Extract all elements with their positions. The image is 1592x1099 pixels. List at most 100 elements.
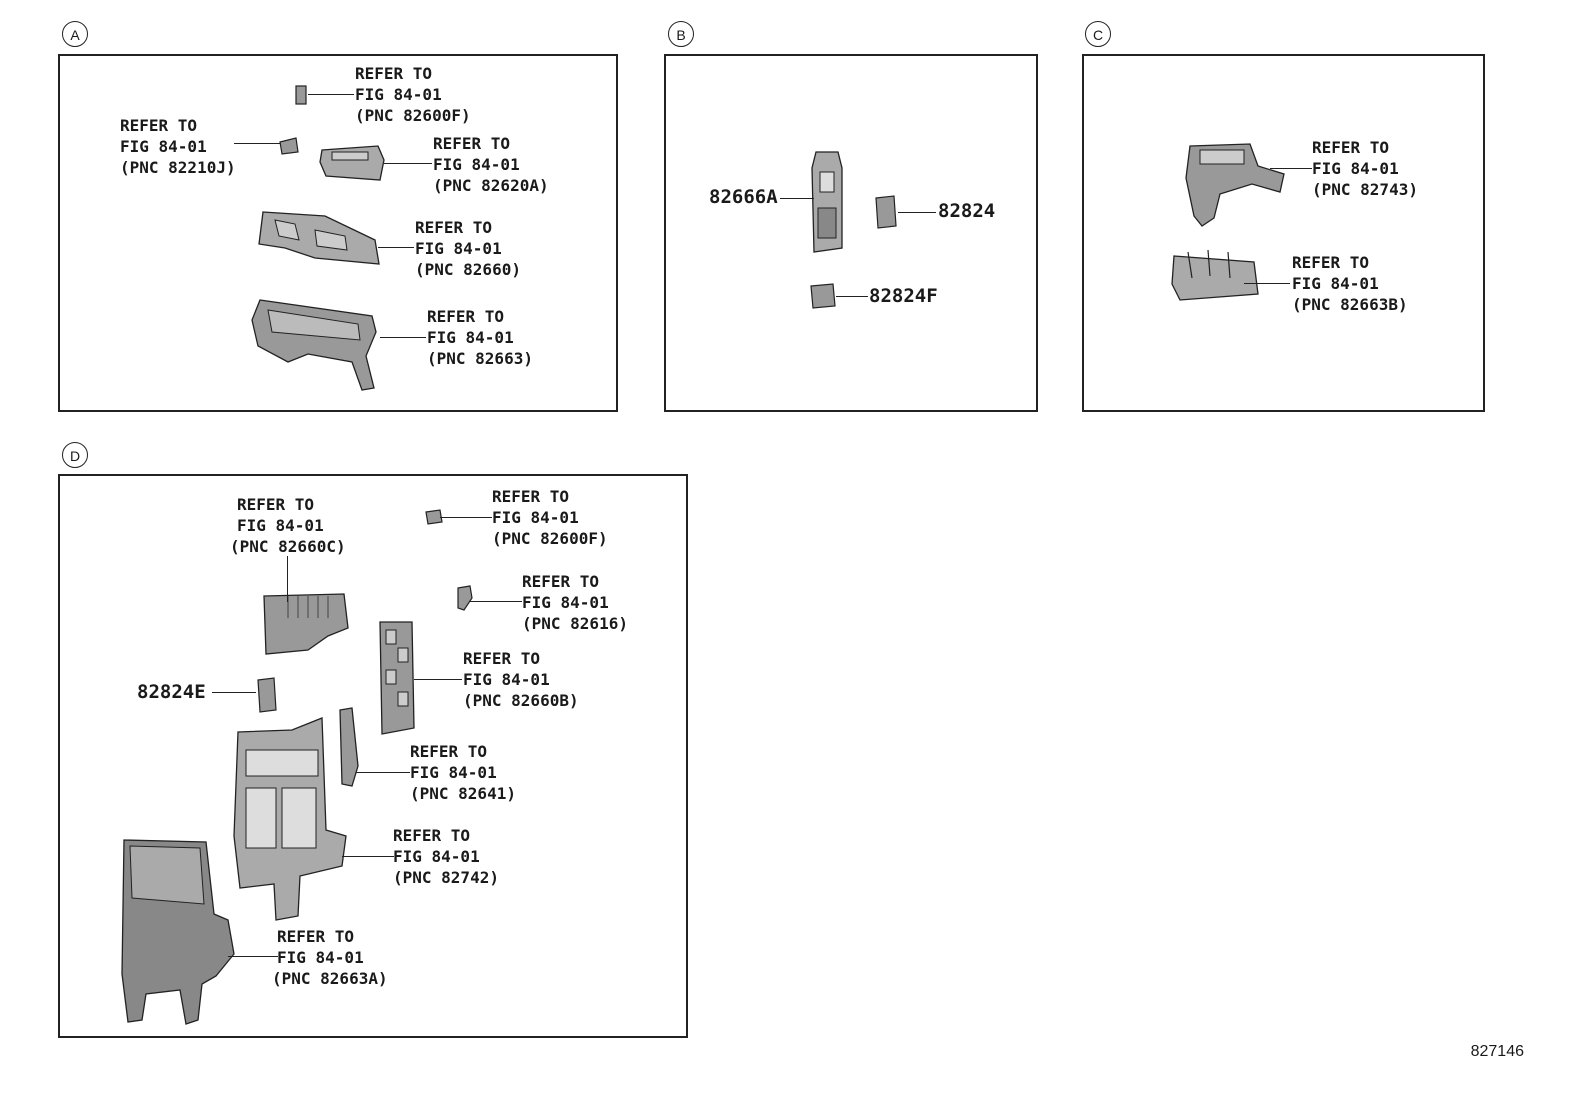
callout-line3: (PNC 82620A) [433,176,549,195]
part-82620a-drawing [319,145,385,181]
section-marker-c: C [1085,21,1111,47]
callout-line2: FIG 84-01 [120,137,207,156]
leader-a-82660 [378,247,414,248]
callout-line3: (PNC 82616) [522,614,628,633]
callout-line1: REFER TO [522,572,600,591]
part-82210j-drawing [279,137,299,155]
part-82600f-a-drawing [295,85,307,105]
leader-d-82660c [287,556,288,602]
part-code-82666a: 82666A [709,186,778,208]
part-82660c-drawing [263,593,349,655]
callout-c-82663b: REFER TO FIG 84-01 (PNC 82663B) [1292,252,1408,315]
leader-d-82641 [356,772,410,773]
callout-line3: (PNC 82742) [393,868,499,887]
leader-a-82663 [380,337,426,338]
callout-line3: (PNC 82641) [410,784,516,803]
callout-d-82663a: REFER TO FIG 84-01 (PNC 82663A) [272,926,388,989]
callout-line2: FIG 84-01 [1312,159,1399,178]
callout-line3: (PNC 82663B) [1292,295,1408,314]
callout-line2: FIG 84-01 [492,508,579,527]
leader-b-82824 [898,212,936,213]
callout-line2: FIG 84-01 [427,328,514,347]
part-code-82824: 82824 [938,200,996,222]
callout-a-82663: REFER TO FIG 84-01 (PNC 82663) [427,306,533,369]
callout-line1: REFER TO [277,927,355,946]
leader-d-82663a [228,956,278,957]
leader-d-82616 [470,601,522,602]
callout-line3: (PNC 82600F) [492,529,608,548]
part-82663a-drawing [121,839,235,1025]
callout-line2: FIG 84-01 [355,85,442,104]
part-82663-drawing [251,299,377,391]
callout-line1: REFER TO [1312,138,1390,157]
leader-c-82743 [1270,168,1312,169]
leader-a-82620a [384,163,432,164]
part-82660b-drawing [379,621,415,735]
callout-line3: (PNC 82660) [415,260,521,279]
callout-d-82616: REFER TO FIG 84-01 (PNC 82616) [522,571,628,634]
callout-line2: FIG 84-01 [277,948,364,967]
callout-a-82660: REFER TO FIG 84-01 (PNC 82660) [415,217,521,280]
leader-a-82600f [308,94,354,95]
part-82600f-d-drawing [425,509,443,525]
callout-line2: FIG 84-01 [415,239,502,258]
part-82663b-drawing [1171,249,1259,301]
callout-line1: REFER TO [120,116,198,135]
callout-c-82743: REFER TO FIG 84-01 (PNC 82743) [1312,137,1418,200]
callout-line3: (PNC 82210J) [120,158,236,177]
part-82824f-drawing [810,283,836,309]
callout-line2: FIG 84-01 [393,847,480,866]
callout-line2: FIG 84-01 [522,593,609,612]
callout-d-82641: REFER TO FIG 84-01 (PNC 82641) [410,741,516,804]
callout-d-82660c: REFER TO FIG 84-01 (PNC 82660C) [230,494,346,557]
part-82824e-drawing [257,677,277,713]
part-code-82824e: 82824E [137,681,206,703]
callout-line3: (PNC 82660C) [230,537,346,556]
callout-line3: (PNC 82663A) [272,969,388,988]
panel-b [664,54,1038,412]
part-82660-drawing [258,211,380,265]
leader-d-82600f [440,517,492,518]
callout-line2: FIG 84-01 [433,155,520,174]
leader-b-82666a [780,198,814,199]
callout-line1: REFER TO [410,742,488,761]
callout-line2: FIG 84-01 [410,763,497,782]
callout-line1: REFER TO [492,487,570,506]
part-82824-drawing [875,195,897,229]
callout-line3: (PNC 82743) [1312,180,1418,199]
callout-line1: REFER TO [1292,253,1370,272]
callout-line1: REFER TO [427,307,505,326]
callout-line1: REFER TO [237,495,315,514]
leader-b-82824f [836,296,868,297]
callout-line3: (PNC 82663) [427,349,533,368]
callout-a-82210j: REFER TO FIG 84-01 (PNC 82210J) [120,115,236,178]
section-marker-a: A [62,21,88,47]
callout-line2: FIG 84-01 [237,516,324,535]
callout-line2: FIG 84-01 [463,670,550,689]
leader-c-82663b [1244,283,1290,284]
leader-d-82824e [212,692,256,693]
callout-a-82600f: REFER TO FIG 84-01 (PNC 82600F) [355,63,471,126]
leader-d-82660b [414,679,462,680]
leader-a-82210j [234,143,280,144]
callout-line3: (PNC 82600F) [355,106,471,125]
panel-c [1082,54,1485,412]
section-marker-d: D [62,442,88,468]
part-code-82824f: 82824F [869,285,938,307]
callout-line1: REFER TO [463,649,541,668]
callout-line3: (PNC 82660B) [463,691,579,710]
callout-d-82600f: REFER TO FIG 84-01 (PNC 82600F) [492,486,608,549]
callout-line1: REFER TO [355,64,433,83]
part-82742-drawing [233,717,347,921]
part-82666a-drawing [811,151,843,253]
part-82641-drawing [339,707,359,787]
callout-d-82742: REFER TO FIG 84-01 (PNC 82742) [393,825,499,888]
callout-d-82660b: REFER TO FIG 84-01 (PNC 82660B) [463,648,579,711]
leader-d-82742 [342,856,394,857]
callout-line1: REFER TO [393,826,471,845]
part-82616-drawing [457,585,473,611]
callout-line1: REFER TO [433,134,511,153]
callout-a-82620a: REFER TO FIG 84-01 (PNC 82620A) [433,133,549,196]
section-marker-b: B [668,21,694,47]
callout-line1: REFER TO [415,218,493,237]
